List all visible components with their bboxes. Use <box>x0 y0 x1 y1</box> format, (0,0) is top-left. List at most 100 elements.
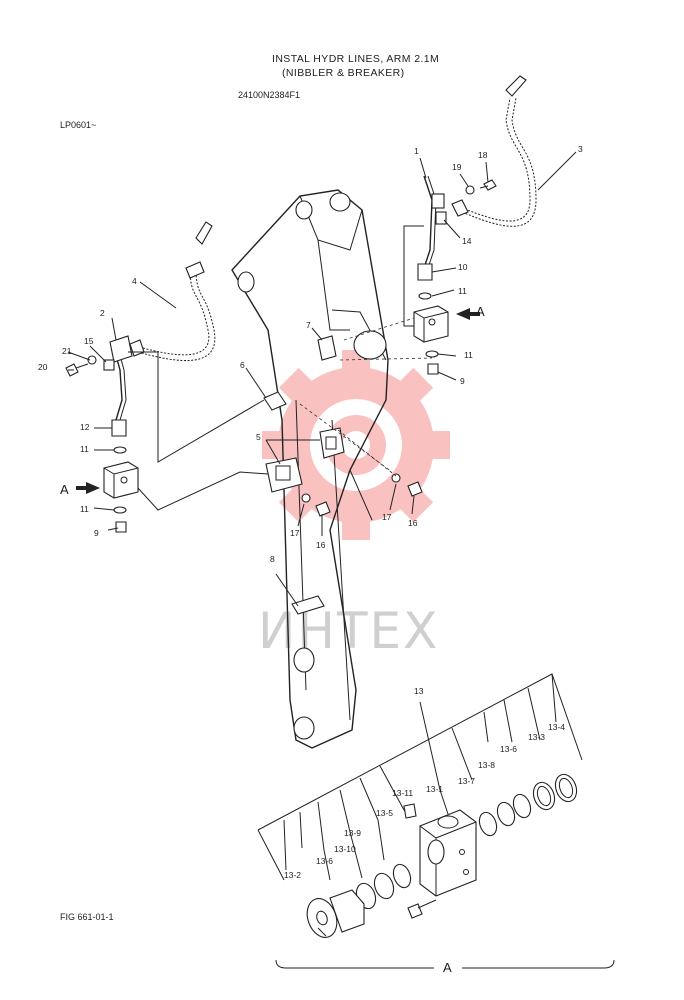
washer-21 <box>87 355 97 365</box>
bracket-7 <box>317 335 337 361</box>
serial-range: LP0601~ <box>60 120 96 130</box>
bolt-13-5 <box>407 903 423 919</box>
valve-block-a-left <box>103 461 139 499</box>
callout-13-7: 13-7 <box>458 776 475 786</box>
washer-17-right <box>391 473 401 483</box>
callout-14: 14 <box>462 236 472 246</box>
callout-18: 18 <box>478 150 488 160</box>
bolt-16-right <box>407 481 423 497</box>
clamp-14 <box>435 211 447 225</box>
plug-13-11 <box>403 803 417 819</box>
callout-11-right-upper: 11 <box>458 286 467 296</box>
view-a-arrow-right <box>456 308 480 320</box>
routing-dash-lower <box>299 403 393 473</box>
view-a-arrow-left <box>76 482 100 494</box>
detail-fan-upper <box>257 673 583 831</box>
callout-11-left-upper: 11 <box>80 444 89 454</box>
callout-9-left: 9 <box>94 528 99 538</box>
callout-19: 19 <box>452 162 462 172</box>
watermark-text: ИНТЕХ <box>258 602 439 660</box>
pipe-1 <box>423 175 433 269</box>
o-ring-13-9 <box>392 863 412 889</box>
callout-1: 1 <box>414 146 419 156</box>
callout-13-11: 13-11 <box>392 788 413 798</box>
clamp-5-lower <box>265 457 303 493</box>
callout-13-1: 13-1 <box>426 784 443 794</box>
pipe-1-flange <box>431 193 445 209</box>
callout-7: 7 <box>306 320 311 330</box>
callout-17-left: 17 <box>290 528 300 538</box>
snap-ring-13-4 <box>554 773 578 803</box>
callout-15: 15 <box>84 336 94 346</box>
bracket-8 <box>291 595 325 615</box>
hose-3 <box>457 97 531 222</box>
callout-20: 20 <box>38 362 48 372</box>
excavator-arm <box>231 189 389 749</box>
valve-body-13-1 <box>419 809 477 897</box>
routing-dash-upper <box>343 317 415 341</box>
pipe-2-flange <box>109 335 133 363</box>
o-ring-11-left-upper <box>113 446 127 454</box>
view-a-label-right: A <box>476 304 485 319</box>
callout-16-right: 16 <box>408 518 418 528</box>
callout-13-8: 13-8 <box>478 760 495 770</box>
callout-13-4: 13-4 <box>548 722 565 732</box>
routing-line-left-lower <box>137 471 269 511</box>
callout-13-2: 13-2 <box>284 870 301 880</box>
callout-13-3: 13-3 <box>528 732 545 742</box>
clamp-15 <box>103 359 115 371</box>
callout-21: 21 <box>62 346 72 356</box>
callout-16-left: 16 <box>316 540 326 550</box>
arm-top-pin-boss <box>329 192 351 212</box>
callout-11-right-lower: 11 <box>464 350 473 360</box>
hose-4 <box>135 267 210 356</box>
callout-10: 10 <box>458 262 468 272</box>
fitting-12 <box>111 419 127 437</box>
callout-13-6-lower: 13-6 <box>316 856 333 866</box>
bracket-6 <box>263 391 287 411</box>
washer-19 <box>465 185 475 195</box>
detail-bracket-label: A <box>443 960 452 975</box>
callout-2: 2 <box>100 308 105 318</box>
callout-13: 13 <box>414 686 424 696</box>
callout-13-10: 13-10 <box>334 844 356 854</box>
arm-lower-pin-boss <box>293 647 315 673</box>
arm-mid-pin-boss <box>353 330 387 360</box>
ring-13-10 <box>373 872 395 900</box>
washer-17-left <box>301 493 311 503</box>
o-ring-11-right-lower <box>425 350 439 358</box>
callout-13-9: 13-9 <box>344 828 361 838</box>
diagram-title-line-1: INSTAL HYDR LINES, ARM 2.1M <box>272 53 439 65</box>
detail-bracket-a <box>275 959 615 969</box>
routing-line-left <box>128 351 265 463</box>
fitting-10 <box>417 263 433 281</box>
callout-17-right: 17 <box>382 512 392 522</box>
bolt-16-left <box>315 501 331 517</box>
callout-4: 4 <box>132 276 137 286</box>
view-a-label-left: A <box>60 482 69 497</box>
arm-bottom-pin-boss <box>293 716 315 740</box>
callout-13-5: 13-5 <box>376 808 393 818</box>
o-ring-13-8 <box>496 801 516 827</box>
clamp-5-upper <box>319 427 345 459</box>
callout-leaders <box>67 151 577 607</box>
detail-fan-lines <box>257 673 557 881</box>
bolt-18 <box>483 179 497 191</box>
callout-11-left-lower: 11 <box>80 504 89 514</box>
plug-9-right <box>427 363 439 375</box>
callout-6: 6 <box>240 360 245 370</box>
watermark-gear-logo <box>262 350 450 540</box>
callout-13-6-upper: 13-6 <box>500 744 517 754</box>
o-ring-13-6-upper <box>512 793 532 819</box>
callout-12: 12 <box>80 422 90 432</box>
plug-9-left <box>115 521 127 533</box>
o-ring-11-left-lower <box>113 506 127 514</box>
routing-line-right <box>403 225 424 327</box>
callout-9-right: 9 <box>460 376 465 386</box>
part-number: 24100N2384F1 <box>238 90 300 100</box>
callout-8: 8 <box>270 554 275 564</box>
callout-3: 3 <box>578 144 583 154</box>
spool-13-2 <box>306 889 365 938</box>
diagram-title-line-2: (NIBBLER & BREAKER) <box>282 67 405 79</box>
